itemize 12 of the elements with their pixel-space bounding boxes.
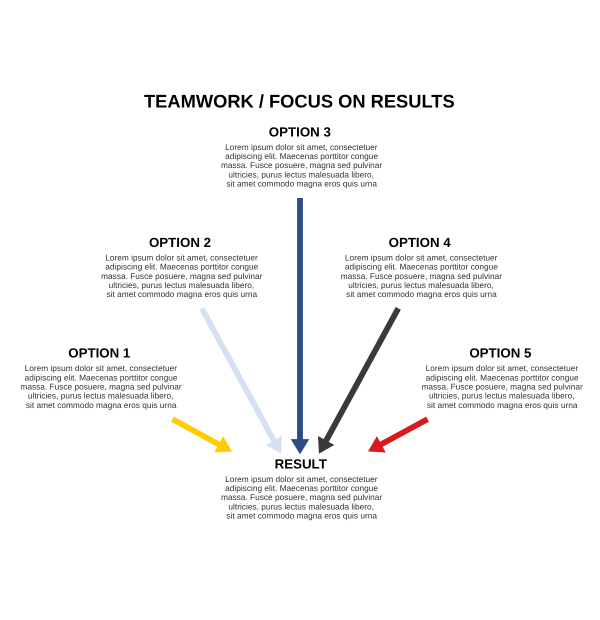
node-text: RESULT Lorem ipsum dolor sit amet, consectetuer adipiscing elit. Maecenas porttitor congue massa. Fusce posuere, magna sed pulvinar ultricies, purus lectus malesuada libero, sit amet commodo magna eros quis urna	[220, 456, 382, 520]
node-text: OPTION 2 Lorem ipsum dolor sit amet, consectetuer adipiscing elit. Maecenas porttitor congue massa. Fusce posuere, magna sed pulvinar ultricies, purus lectus malesuada libero, sit amet commodo magna eros quis urna	[101, 235, 262, 300]
diagram-title: TEAMWORK / FOCUS ON RESULTS	[144, 90, 455, 112]
arrow	[199, 306, 282, 454]
arrow	[318, 306, 401, 454]
arrow	[368, 416, 429, 452]
arrow	[290, 198, 310, 454]
node-text: OPTION 1 Lorem ipsum dolor sit amet, consectetuer adipiscing elit. Maecenas porttitor congue massa. Fusce posuere, magna sed pulvinar ultricies, purus lectus malesuada libero, sit amet commodo magna eros quis urna	[20, 346, 182, 410]
node-text: OPTION 5 Lorem ipsum dolor sit amet, consectetuer adipiscing elit. Maecenas porttitor congue massa. Fusce posuere, magna sed pulvinar ultricies, purus lectus malesuada libero, sit amet commodo magna eros quis urna	[421, 346, 583, 410]
node-text: OPTION 4 Lorem ipsum dolor sit amet, consectetuer adipiscing elit. Maecenas porttitor congue massa. Fusce posuere, magna sed pulvinar ultricies, purus lectus malesuada libero, sit amet commodo magna eros quis urna	[340, 235, 502, 300]
arrow	[171, 416, 232, 452]
node-text: OPTION 3 Lorem ipsum dolor sit amet, consectetuer adipiscing elit. Maecenas porttitor congue massa. Fusce posuere, magna sed pulvinar ultricies, purus lectus malesuada libero, sit amet commodo magna eros quis urna	[220, 124, 382, 188]
